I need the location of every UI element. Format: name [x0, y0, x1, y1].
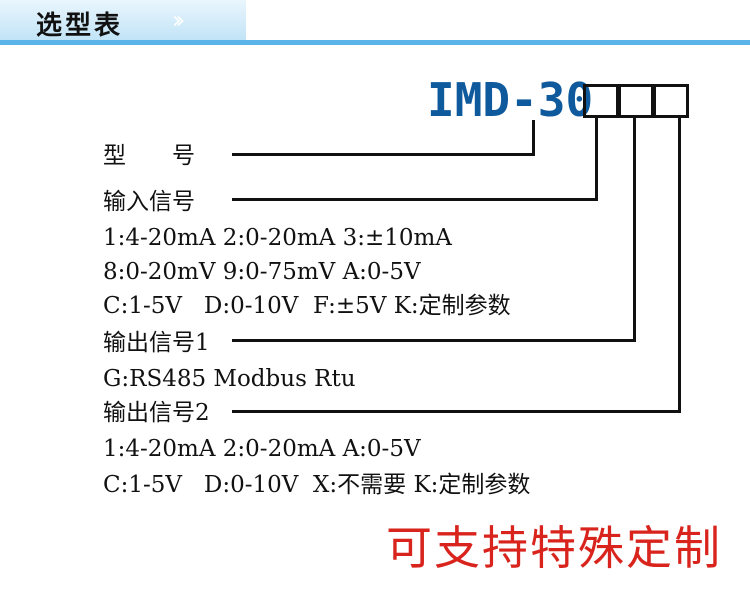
header-divider	[0, 40, 750, 45]
connector-output2-h	[232, 410, 681, 413]
input-option-line-2: 8:0-20mV 9:0-75mV A:0-5V	[103, 259, 421, 285]
code-box-3	[653, 84, 689, 118]
section-header: 选型表 ››	[0, 0, 750, 48]
double-chevron-icon: ››	[172, 6, 185, 34]
connector-input-v	[595, 118, 598, 201]
output1-signal-label: 输出信号1	[103, 330, 210, 356]
connector-output1-v	[633, 118, 636, 342]
output2-option-line-1: 1:4-20mA 2:0-20mA A:0-5V	[103, 436, 421, 462]
code-box-1	[583, 84, 619, 118]
connector-output1-h	[232, 339, 636, 342]
code-box-2	[618, 84, 654, 118]
connector-output2-v	[678, 118, 681, 413]
model-label: 型 号	[103, 143, 195, 169]
connector-model-h	[232, 153, 535, 156]
connector-model-v	[532, 120, 535, 156]
header-band	[0, 0, 246, 42]
input-option-line-3: C:1-5V D:0-10V F:±5V K:定制参数	[103, 293, 511, 319]
output1-option-line-1: G:RS485 Modbus Rtu	[103, 366, 356, 392]
input-signal-label: 输入信号	[103, 189, 195, 215]
input-option-line-1: 1:4-20mA 2:0-20mA 3:±10mA	[103, 225, 452, 251]
custom-note: 可支持特殊定制	[386, 521, 722, 575]
model-code: IMD-30	[427, 73, 594, 127]
output2-signal-label: 输出信号2	[103, 400, 210, 426]
output2-option-line-2: C:1-5V D:0-10V X:不需要 K:定制参数	[103, 472, 531, 498]
section-title: 选型表	[36, 11, 124, 41]
connector-input-h	[232, 198, 598, 201]
